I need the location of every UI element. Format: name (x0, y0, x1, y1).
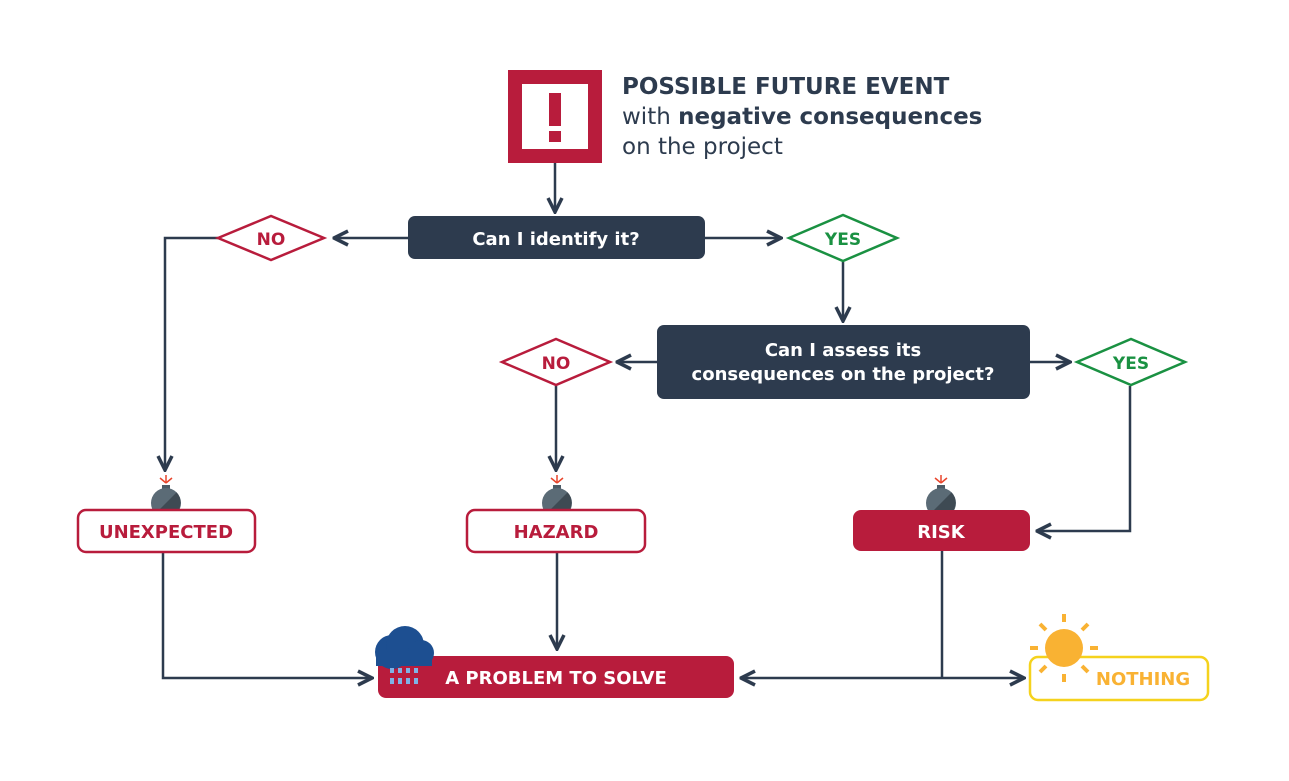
hazard-label: HAZARD (514, 522, 599, 543)
arrow-yes2-to-risk (1037, 386, 1132, 531)
cloud-rain-icon (375, 626, 434, 684)
yes-label-1: YES (824, 230, 861, 250)
unexpected-label: UNEXPECTED (99, 522, 233, 543)
event-title: POSSIBLE FUTURE EVENT (622, 74, 950, 100)
risk-box (853, 510, 1030, 551)
problem-label: A PROBLEM TO SOLVE (445, 668, 667, 689)
nothing-box (1028, 655, 1210, 702)
question-assess-line1: Can I assess its (765, 340, 921, 361)
event-subtitle: with negative consequences (622, 104, 982, 130)
no-diamond-2 (498, 337, 614, 387)
risk-label: RISK (917, 522, 966, 543)
yes-diamond-1 (785, 213, 901, 263)
yes-label-2: YES (1112, 354, 1149, 374)
no-label-1: NO (257, 230, 286, 250)
exclamation-icon (508, 70, 602, 163)
event-subtitle-line3: on the project (622, 134, 783, 160)
question-assess-box (657, 325, 1030, 399)
arrow-no1-to-unexpected (165, 236, 218, 470)
question-identify-label: Can I identify it? (472, 229, 639, 250)
question-assess-line2: consequences on the project? (692, 364, 995, 385)
yes-diamond-2 (1073, 337, 1189, 387)
sun-icon (1030, 614, 1098, 682)
question-identify-box (408, 216, 705, 259)
no-label-2: NO (542, 354, 571, 374)
no-diamond-1 (214, 214, 328, 262)
arrow-unexpected-to-problem (161, 552, 372, 678)
unexpected-box (76, 508, 257, 554)
problem-box (378, 656, 734, 698)
hazard-box (465, 508, 647, 554)
event-subtitle-prefix: with (622, 104, 678, 130)
event-subtitle-bold: negative consequences (678, 104, 982, 130)
nothing-label: NOTHING (1096, 669, 1190, 690)
